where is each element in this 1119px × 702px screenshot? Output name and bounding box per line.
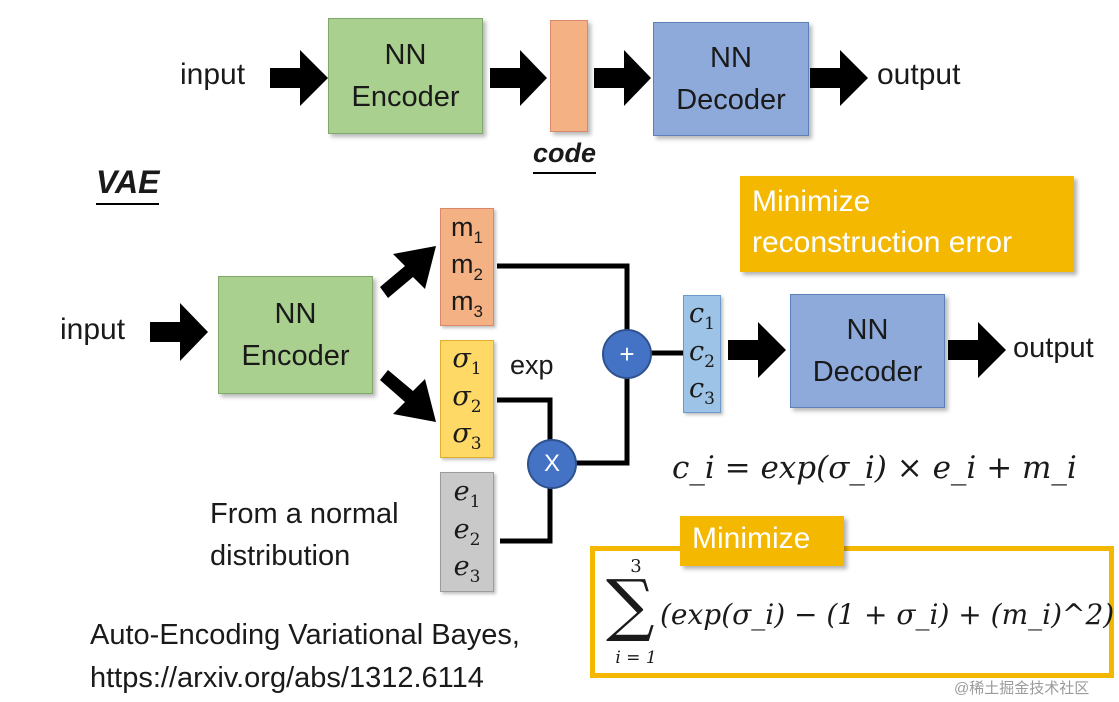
reference-url: https://arxiv.org/abs/1312.6114 bbox=[90, 662, 484, 694]
normal-distribution-label: From a normal distribution bbox=[210, 498, 399, 573]
arrow-decoder-to-output bbox=[810, 50, 868, 106]
vae-output-label: output bbox=[1013, 332, 1094, 364]
watermark: @稀土掘金技术社区 bbox=[954, 680, 1090, 697]
c-3: c3 bbox=[689, 372, 715, 409]
vae-encoder-label: NN Encoder bbox=[241, 297, 350, 372]
c-formula-text: c_i = exp(σ_i) × e_i + m_i bbox=[672, 450, 1077, 486]
e-3: e3 bbox=[453, 551, 481, 588]
sum-expression: (exp(σ_i) − (1 + σ_i) + (m_i)^2) bbox=[660, 598, 1115, 631]
line-m-to-plus bbox=[497, 263, 630, 334]
arrow-encoder-to-code bbox=[490, 50, 547, 106]
vae-decoder-box: NN Decoder bbox=[790, 294, 945, 408]
ae-decoder-label: NN Decoder bbox=[676, 41, 786, 116]
sum-symbol: ∑ bbox=[606, 566, 655, 645]
vae-decoder-label: NN Decoder bbox=[812, 313, 923, 388]
sum-lower-limit: i = 1 bbox=[615, 648, 657, 668]
sigma-3: σ3 bbox=[452, 417, 482, 454]
ae-code-label: code bbox=[533, 138, 597, 174]
minimize-reconstruction-banner: Minimize reconstruction error bbox=[740, 176, 1074, 272]
m-vector: m1 m2 m3 bbox=[440, 208, 494, 326]
ae-code-box bbox=[550, 20, 588, 132]
e-1: e1 bbox=[453, 475, 481, 512]
ae-encoder-box: NN Encoder bbox=[328, 18, 483, 134]
ae-encoder-label: NN Encoder bbox=[351, 38, 460, 113]
m-2: m2 bbox=[451, 249, 483, 284]
line-times-to-plus bbox=[575, 376, 630, 466]
minimize-label: Minimize bbox=[680, 516, 844, 566]
vae-encoder-box: NN Encoder bbox=[218, 276, 373, 394]
c-vector: c1 c2 c3 bbox=[683, 295, 721, 413]
e-vector: e1 e2 e3 bbox=[440, 472, 494, 592]
vae-input-label: input bbox=[60, 313, 126, 346]
arrow-encoder-to-m bbox=[380, 246, 436, 298]
arrow-input-to-encoder bbox=[270, 50, 328, 106]
arrow-code-to-decoder bbox=[594, 50, 651, 106]
sum-upper-limit: 3 bbox=[630, 556, 642, 577]
exp-label: exp bbox=[510, 350, 554, 380]
c-2: c2 bbox=[689, 335, 715, 372]
reference-title: Auto-Encoding Variational Bayes, bbox=[90, 619, 520, 651]
arrow-vae-input-to-encoder bbox=[150, 303, 208, 361]
e-2: e2 bbox=[453, 513, 481, 550]
m-3: m3 bbox=[451, 286, 483, 321]
sigma-2: σ2 bbox=[452, 380, 482, 417]
arrow-vae-decoder-to-output bbox=[948, 322, 1006, 378]
regularization-box bbox=[590, 546, 1114, 678]
sigma-vector: σ1 σ2 σ3 bbox=[440, 340, 494, 458]
arrow-c-to-decoder bbox=[728, 322, 786, 378]
sigma-1: σ1 bbox=[452, 343, 482, 380]
ae-input-label: input bbox=[180, 58, 246, 91]
ae-output-label: output bbox=[877, 58, 961, 91]
plus-operator: + bbox=[602, 329, 652, 379]
line-e-to-times bbox=[500, 486, 553, 544]
c-formula: c_i = exp(σ_i) × e_i + m_i bbox=[672, 450, 1077, 486]
ae-decoder-box: NN Decoder bbox=[653, 22, 809, 136]
vae-title: VAE bbox=[96, 164, 160, 205]
arrow-encoder-to-sigma bbox=[380, 370, 436, 422]
times-operator: X bbox=[527, 439, 577, 489]
c-1: c1 bbox=[689, 298, 715, 335]
m-1: m1 bbox=[451, 212, 483, 247]
line-sigma-to-times bbox=[497, 397, 553, 440]
